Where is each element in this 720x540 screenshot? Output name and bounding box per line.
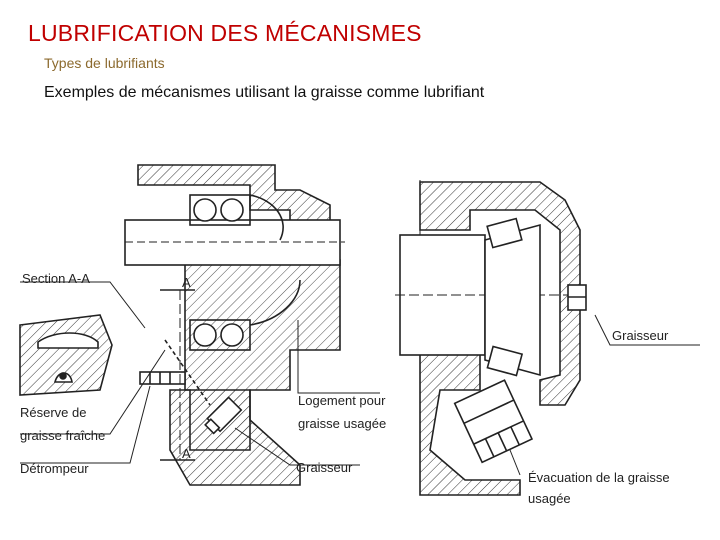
mechanism-diagram: Section A-A A A Réserve de graisse fraîc… (19, 164, 700, 506)
label-cut-a-bottom: A (182, 446, 191, 461)
label-detrompeur: Détrompeur (20, 461, 89, 476)
label-cut-a-top: A (182, 275, 191, 290)
page-subtitle: Types de lubrifiants (44, 55, 165, 71)
label-graisseur-left: Graisseur (296, 460, 353, 475)
label-reserve-line1: Réserve de (20, 405, 86, 420)
diagram-caption: Exemples de mécanismes utilisant la grai… (44, 84, 485, 101)
label-logement-line2: graisse usagée (298, 416, 386, 431)
label-evacuation-line1: Évacuation de la graisse (528, 470, 670, 485)
label-graisseur-right: Graisseur (612, 328, 669, 343)
page-title: LUBRIFICATION DES MÉCANISMES (28, 20, 422, 46)
left-mechanism (19, 164, 380, 486)
label-evacuation-line2: usagée (528, 491, 571, 506)
label-logement-line1: Logement pour (298, 393, 386, 408)
label-reserve-line2: graisse fraîche (20, 428, 105, 443)
right-mechanism (395, 180, 700, 496)
label-section-a-a: Section A-A (22, 271, 90, 286)
